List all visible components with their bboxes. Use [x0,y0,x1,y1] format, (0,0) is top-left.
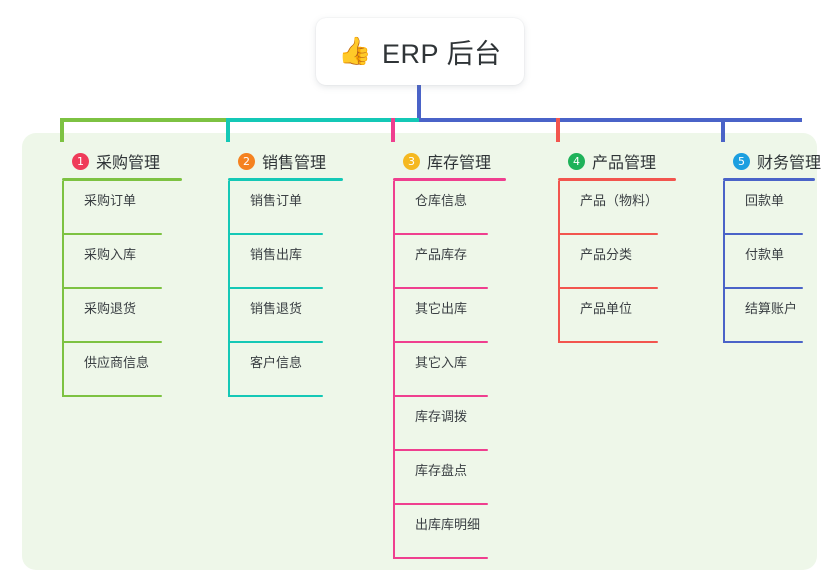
thumbs-up-icon: 👍 [338,36,373,66]
leaf-underline [62,395,162,397]
leaf-item[interactable]: 库存盘点 [393,451,488,505]
leaf-underline [723,233,803,235]
leaf-label: 产品（物料） [580,193,659,208]
column-spine [62,181,64,397]
leaf-label: 产品分类 [580,247,633,262]
leaf-underline [723,287,803,289]
leaf-underline [393,395,488,397]
leaf-underline [723,341,803,343]
leaf-underline [393,557,488,559]
leaf-underline [393,287,488,289]
column-header-3[interactable]: 3 库存管理 [393,148,491,174]
leaf-label: 回款单 [745,193,785,208]
column-title: 库存管理 [427,155,492,172]
column-spine [723,181,725,343]
column-underline [723,178,815,181]
leaf-underline [228,395,323,397]
leaf-item[interactable]: 产品单位 [558,289,658,343]
column-销售管理: 2 销售管理销售订单销售出库销售退货客户信息 [228,148,343,397]
root-node-label: ERP 后台 [382,39,502,69]
leaf-underline [228,341,323,343]
leaf-label: 付款单 [745,247,785,262]
leaf-underline [558,287,658,289]
column-underline [62,178,182,181]
leaf-item[interactable]: 库存调拨 [393,397,488,451]
leaf-item[interactable]: 供应商信息 [62,343,162,397]
column-title: 产品管理 [592,155,657,172]
leaf-label: 仓库信息 [415,193,468,208]
column-header-2[interactable]: 2 销售管理 [228,148,326,174]
root-node[interactable]: 👍 ERP 后台 [316,18,524,85]
column-spine [558,181,560,343]
column-财务管理: 5 财务管理回款单付款单结算账户 [723,148,821,343]
leaf-label: 采购订单 [84,193,137,208]
column-header-1[interactable]: 1 采购管理 [62,148,160,174]
leaf-label: 销售订单 [250,193,303,208]
leaf-item[interactable]: 仓库信息 [393,181,488,235]
leaf-underline [393,449,488,451]
leaf-item[interactable]: 采购退货 [62,289,162,343]
leaf-item[interactable]: 客户信息 [228,343,323,397]
leaf-label: 其它出库 [415,301,468,316]
leaf-item[interactable]: 销售出库 [228,235,323,289]
column-spine [393,181,395,559]
leaf-underline [228,287,323,289]
leaf-item[interactable]: 回款单 [723,181,803,235]
column-header-5[interactable]: 5 财务管理 [723,148,821,174]
column-库存管理: 3 库存管理仓库信息产品库存其它出库其它入库库存调拨库存盘点出库库明细 [393,148,506,559]
leaf-item[interactable]: 结算账户 [723,289,803,343]
leaf-label: 采购入库 [84,247,137,262]
leaf-label: 其它入库 [415,355,468,370]
column-underline [558,178,676,181]
content-panel [22,133,817,570]
leaf-underline [393,503,488,505]
leaf-item[interactable]: 采购订单 [62,181,162,235]
number-badge: 3 [403,152,420,170]
leaf-underline [393,341,488,343]
leaf-label: 结算账户 [745,301,798,316]
leaf-item[interactable]: 销售订单 [228,181,323,235]
column-采购管理: 1 采购管理采购订单采购入库采购退货供应商信息 [62,148,182,397]
leaf-label: 客户信息 [250,355,303,370]
column-header-4[interactable]: 4 产品管理 [558,148,656,174]
leaf-underline [62,233,162,235]
leaf-label: 产品单位 [580,301,633,316]
leaf-underline [62,287,162,289]
leaf-label: 库存调拨 [415,409,468,424]
leaf-underline [393,233,488,235]
leaf-item[interactable]: 销售退货 [228,289,323,343]
leaf-item[interactable]: 付款单 [723,235,803,289]
column-underline [228,178,343,181]
column-title: 销售管理 [262,155,327,172]
leaf-underline [228,233,323,235]
leaf-item[interactable]: 出库库明细 [393,505,488,559]
column-spine [228,181,230,397]
leaf-underline [558,233,658,235]
leaf-label: 采购退货 [84,301,137,316]
leaf-item[interactable]: 其它出库 [393,289,488,343]
leaf-label: 销售出库 [250,247,303,262]
leaf-item[interactable]: 采购入库 [62,235,162,289]
number-badge: 5 [733,152,750,170]
number-badge: 2 [238,152,255,170]
leaf-label: 出库库明细 [415,517,481,532]
leaf-underline [558,341,658,343]
leaf-label: 库存盘点 [415,463,468,478]
column-underline [393,178,506,181]
number-badge: 1 [72,152,89,170]
leaf-item[interactable]: 产品库存 [393,235,488,289]
leaf-label: 产品库存 [415,247,468,262]
column-产品管理: 4 产品管理产品（物料） 产品分类产品单位 [558,148,676,343]
leaf-item[interactable]: 其它入库 [393,343,488,397]
leaf-label: 销售退货 [250,301,303,316]
column-title: 采购管理 [96,155,161,172]
leaf-item[interactable]: 产品分类 [558,235,658,289]
number-badge: 4 [568,152,585,170]
leaf-item[interactable]: 产品（物料） [558,181,658,235]
leaf-underline [62,341,162,343]
column-title: 财务管理 [757,155,822,172]
leaf-label: 供应商信息 [84,355,150,370]
